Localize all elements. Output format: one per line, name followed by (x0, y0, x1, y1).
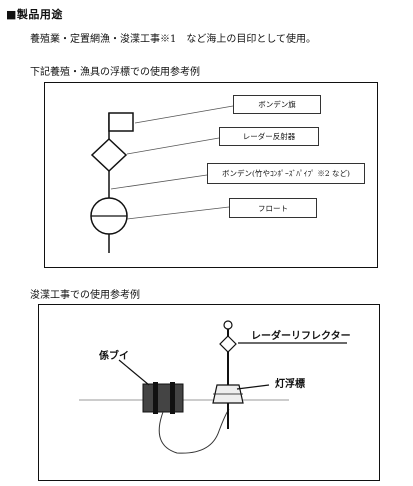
figure2-caption: 浚渫工事での使用参考例 (30, 290, 140, 301)
buoy-band-left (153, 382, 158, 414)
leader-float (126, 206, 230, 220)
label-reflector: レーダー反射器 (219, 127, 319, 146)
usage-description: 養殖業・定置網漁・浚渫工事※1 など海上の目印として使用。 (30, 34, 317, 45)
figure1-frame: ボンデン旗 レーダー反射器 ボンデン(竹やｺﾝﾎﾟｰｽﾞﾊﾟｲﾌﾟ ※2 など)… (44, 82, 378, 268)
mooring-chain (158, 408, 230, 454)
label-light-buoy: 灯浮標 (275, 379, 305, 390)
label-radar-reflector: レーダーリフレクター (251, 331, 351, 342)
label-mooring-buoy: 係ブイ (99, 351, 129, 362)
light-top (223, 320, 233, 330)
leader-lamp (236, 384, 270, 390)
buoy-band-right (170, 382, 175, 414)
flag-shape (108, 112, 134, 132)
leader-flag (134, 105, 234, 124)
figure1-caption: 下記養殖・漁具の浮標での使用参考例 (30, 67, 200, 78)
figure2-frame: レーダーリフレクター 係ブイ 灯浮標 (38, 304, 380, 481)
reflector-diamond (90, 137, 128, 173)
leader-reflector (126, 137, 220, 155)
leader-pole (110, 174, 208, 190)
section-title: ■製品用途 (6, 8, 63, 21)
radar-reflector-shape (219, 335, 237, 353)
figure2-drawing (79, 320, 347, 454)
label-float: フロート (229, 198, 317, 218)
figure1-drawing (90, 105, 234, 253)
label-pole: ボンデン(竹やｺﾝﾎﾟｰｽﾞﾊﾟｲﾌﾟ ※2 など) (207, 163, 365, 184)
mooring-buoy-shape (142, 383, 184, 413)
label-flag: ボンデン旗 (233, 95, 321, 114)
leader-buoy (118, 359, 150, 386)
